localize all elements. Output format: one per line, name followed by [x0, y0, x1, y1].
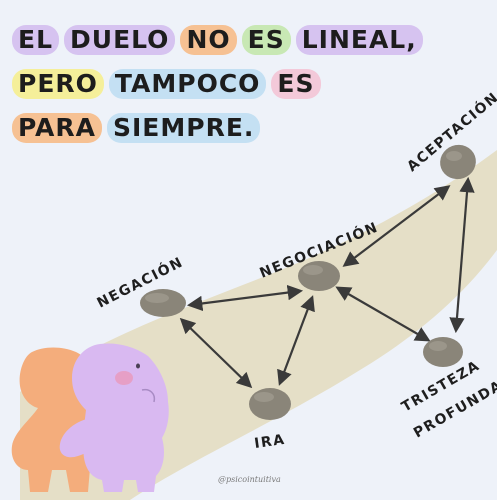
- title-word: ES: [271, 69, 321, 99]
- stone-aceptacion: [440, 144, 476, 180]
- signature: @psicointuitiva: [218, 475, 281, 484]
- title-word: SIEMPRE.: [106, 113, 261, 143]
- arrow-ira-negociacion: [277, 295, 315, 386]
- label-ira: IRA: [253, 432, 286, 452]
- stone-ira: [249, 388, 291, 420]
- edges: [179, 176, 475, 389]
- title-word: PERO: [12, 69, 104, 99]
- title-word: PARA: [12, 113, 102, 143]
- stone-tristeza: [423, 337, 463, 367]
- arrow-negociacion-aceptacion: [342, 185, 451, 267]
- title-word: EL: [12, 25, 60, 55]
- title-word: LINEAL,: [295, 25, 423, 55]
- title-word: ES: [241, 25, 291, 55]
- arrow-negacion-ira: [179, 317, 253, 389]
- stone-negociacion: [298, 261, 340, 291]
- title-block: EL DUELO NO ES LINEAL, PERO TAMPOCO ES P…: [12, 18, 482, 150]
- stone-negacion: [140, 289, 186, 317]
- title-word: TAMPOCO: [108, 69, 267, 99]
- title-line-1: EL DUELO NO ES LINEAL,: [12, 18, 482, 62]
- arrow-negacion-negociacion: [186, 284, 304, 312]
- purple-character: [59, 343, 169, 492]
- title-line-3: PARA SIEMPRE.: [12, 106, 482, 150]
- title-word: NO: [180, 25, 237, 55]
- arrow-tristeza-aceptacion: [449, 176, 475, 334]
- title-line-2: PERO TAMPOCO ES: [12, 62, 482, 106]
- arrow-negociacion-tristeza: [335, 286, 431, 342]
- title-word: DUELO: [64, 25, 176, 55]
